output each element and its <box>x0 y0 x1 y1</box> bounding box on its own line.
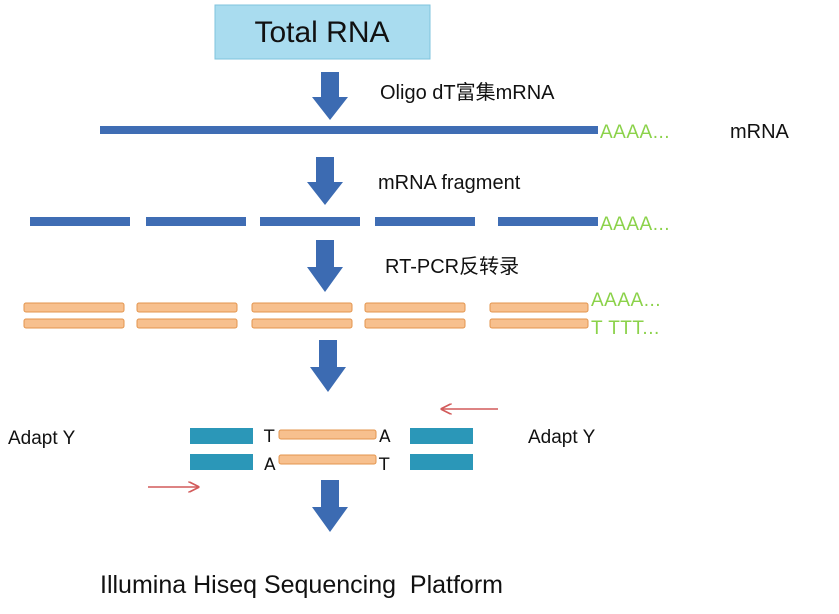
adapter-right-top <box>410 428 473 444</box>
cdna-fragments <box>23 302 589 329</box>
cdna-strand-bottom <box>136 318 238 329</box>
cdna-strand-bottom <box>489 318 589 329</box>
mrna-fragment <box>260 217 360 226</box>
mrna-label: mRNA <box>730 121 790 143</box>
total-rna-label: Total RNA <box>254 16 389 49</box>
base-a-bottom-left: A <box>264 455 276 475</box>
down-arrow-3 <box>307 240 343 292</box>
adapter-left-bottom <box>190 454 253 470</box>
cdna-strand-bottom <box>364 318 466 329</box>
mrna-fragment <box>30 217 130 226</box>
cdna-strand-top <box>489 302 589 313</box>
cdna-strand-top <box>136 302 238 313</box>
insert-strand-top <box>278 429 377 440</box>
base-t-top-left: T <box>263 427 275 447</box>
cdna-strand-bottom <box>23 318 125 329</box>
cdna-polyt-tail: T TTT... <box>591 318 660 339</box>
insert-strand-bottom <box>278 454 377 465</box>
cdna-strand-bottom <box>251 318 353 329</box>
adapter-left-top <box>190 428 253 444</box>
cdna-strand-top <box>364 302 466 313</box>
fragment-step-label: mRNA fragment <box>378 172 521 194</box>
mrna-strand <box>100 126 598 134</box>
down-arrow-1 <box>312 72 348 120</box>
adapter-right-bottom <box>410 454 473 470</box>
down-arrow-4 <box>310 340 346 392</box>
down-arrow-5 <box>312 480 348 532</box>
down-arrow-2 <box>307 157 343 205</box>
mrna-fragment <box>498 217 598 226</box>
total-rna-box <box>214 4 431 60</box>
mrna-polya-tail: AAAA... <box>600 122 670 143</box>
cdna-strand-top <box>251 302 353 313</box>
base-t-bottom-right: T <box>378 455 390 475</box>
cdna-polya-tail: AAAA... <box>591 290 661 311</box>
enrich-step-label: Oligo dT富集mRNA <box>380 81 555 104</box>
base-a-top-right: A <box>379 427 391 447</box>
fragment-polya-tail: AAAA... <box>600 214 670 235</box>
mrna-fragment <box>375 217 475 226</box>
adapter-right-label: Adapt Y <box>528 427 596 448</box>
rtpcr-step-label: RT-PCR反转录 <box>385 255 519 278</box>
adapter-left-label: Adapt Y <box>8 428 76 449</box>
cdna-strand-top <box>23 302 125 313</box>
platform-label: Illumina Hiseq Sequencing Platform <box>100 571 503 599</box>
mrna-fragment <box>146 217 246 226</box>
